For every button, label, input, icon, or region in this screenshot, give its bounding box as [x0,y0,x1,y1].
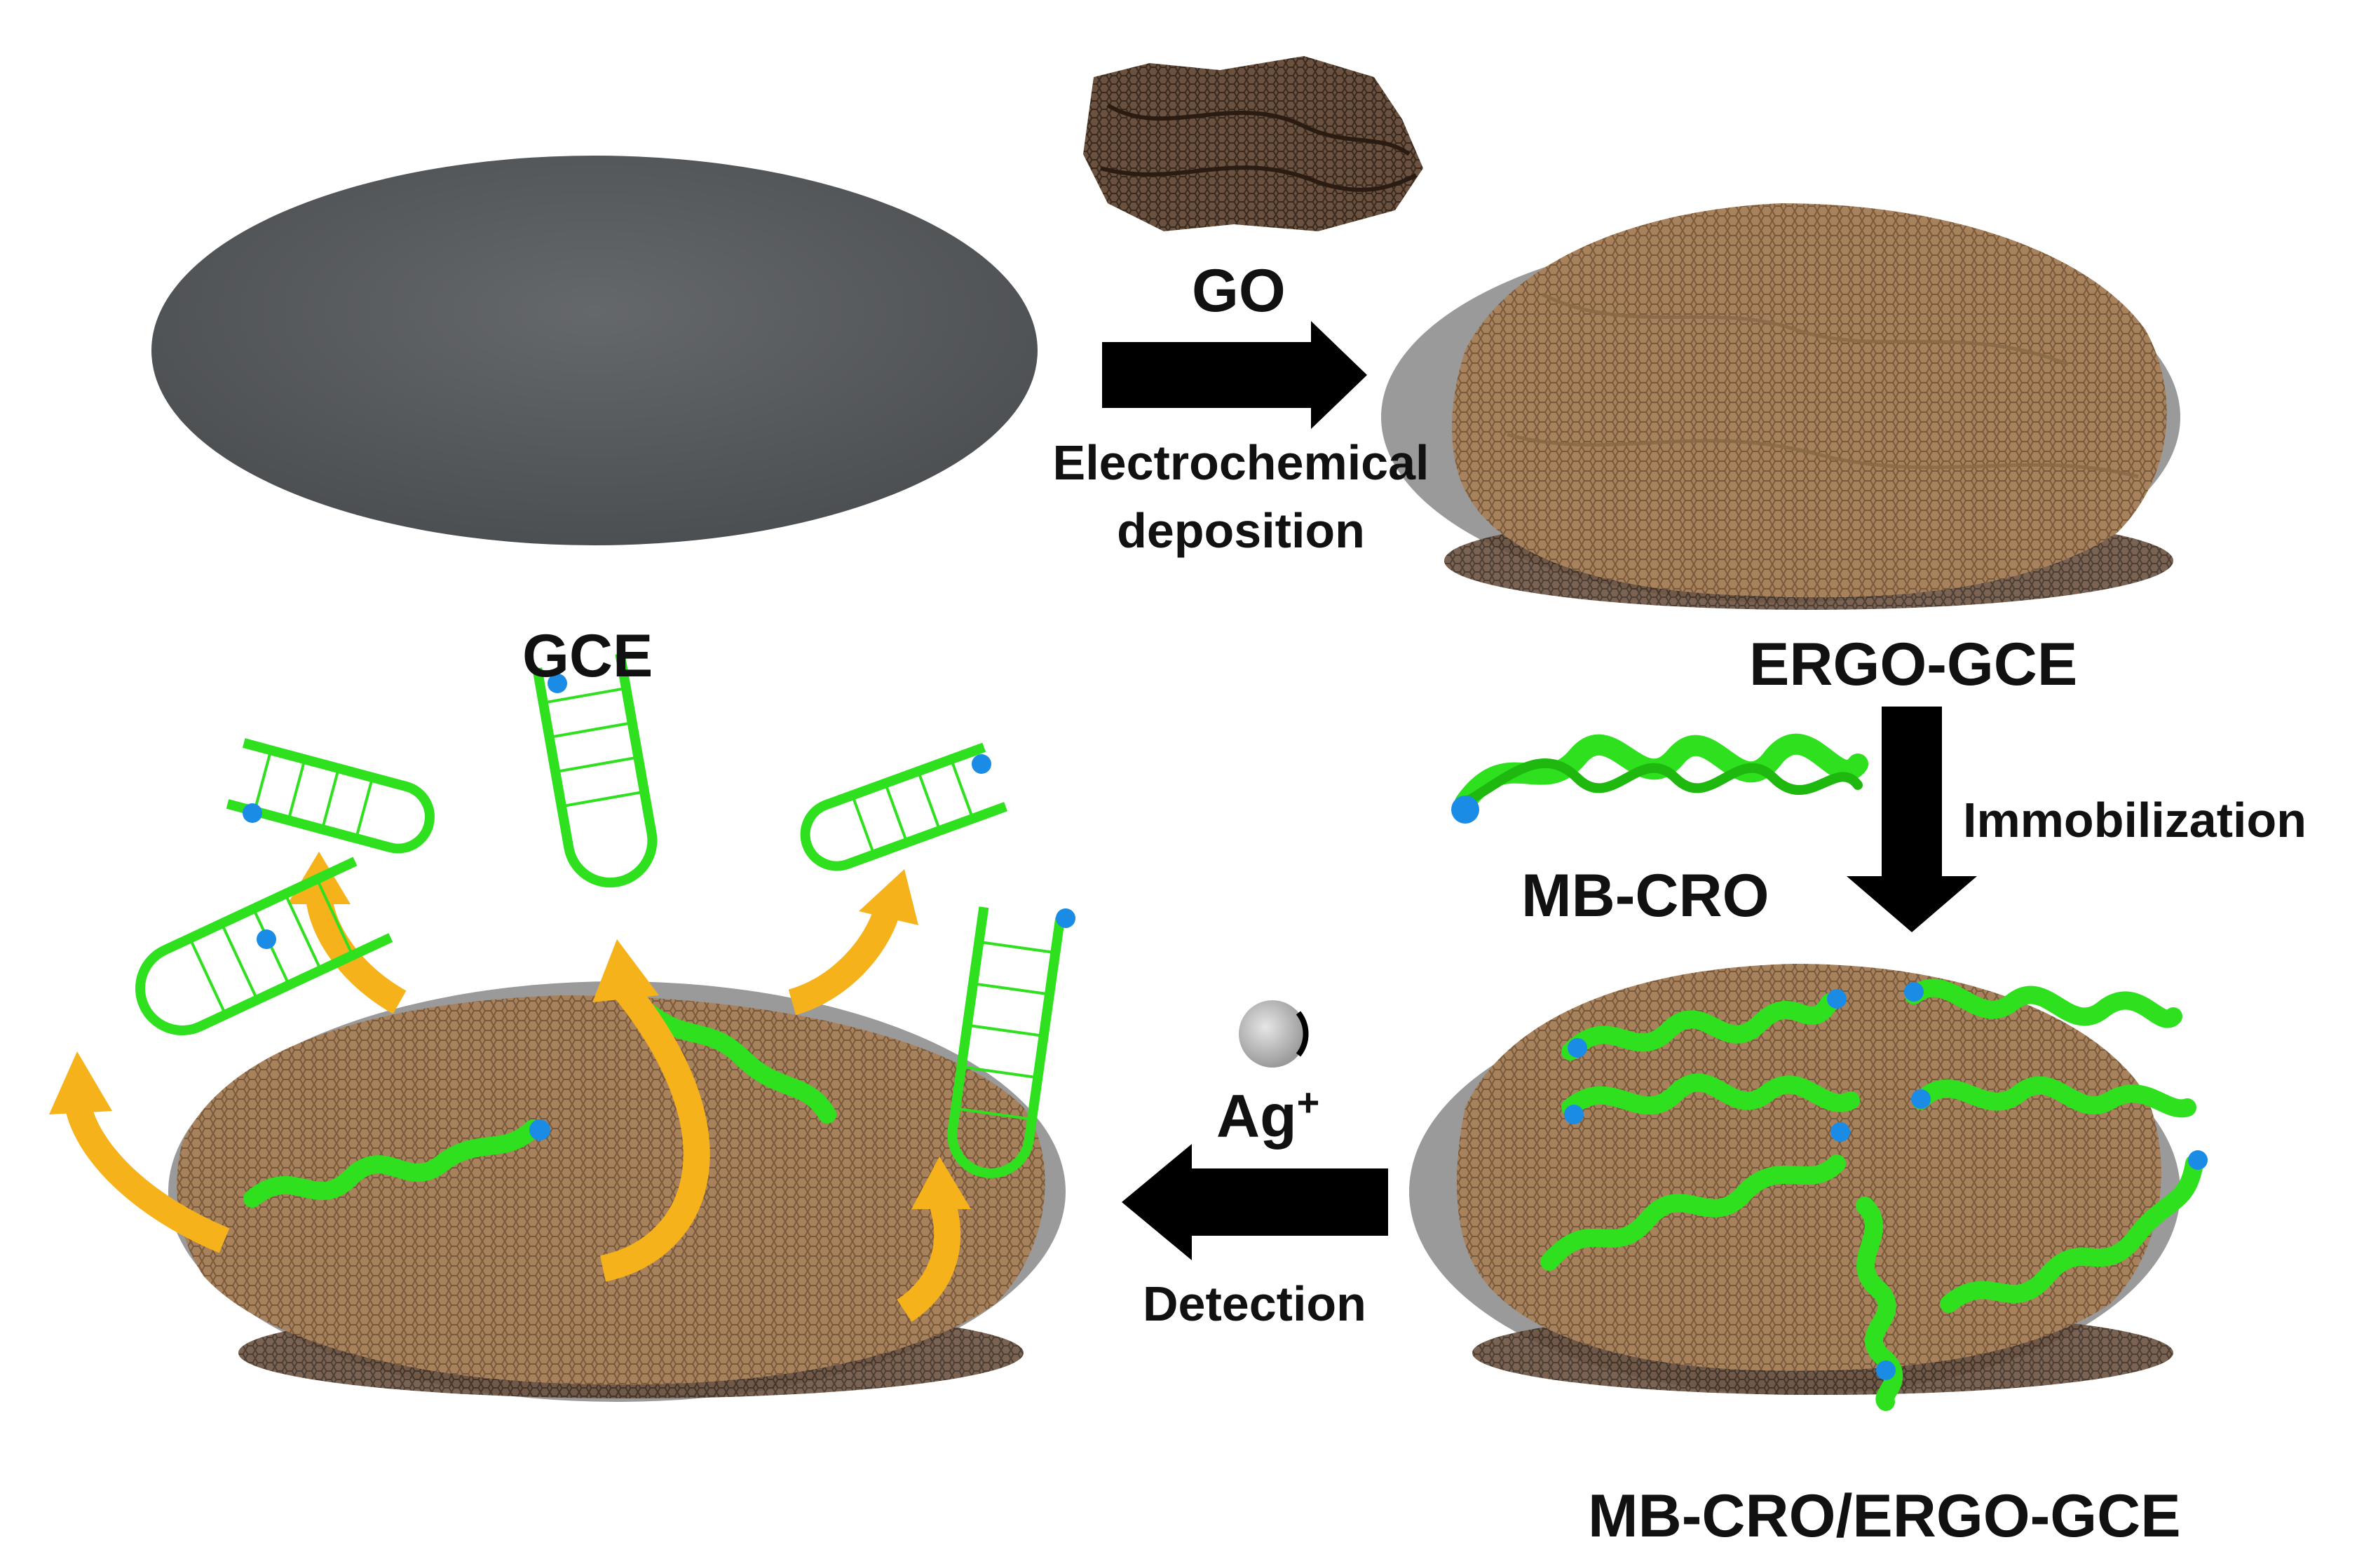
release-arrowheads [49,852,971,1209]
electrochemical-label: Electrochemical [1052,435,1429,490]
mb-cro-label: MB-CRO [1521,862,1769,929]
immobilized-dna-strands [1540,979,2203,1411]
mb-cro-ergo-gce-label: MB-CRO/ERGO-GCE [1588,1482,2181,1550]
gce-label: GCE [522,622,653,690]
release-arrows [64,895,961,1322]
detection-electrode [168,981,1066,1402]
ergo-gce-electrode [1381,203,2180,610]
ag-symbol: Ag [1216,1082,1297,1150]
hairpin-dna-icon [135,653,1066,1178]
detection-label: Detection [1143,1276,1366,1331]
silver-ion-icon [1239,1000,1309,1068]
ag-charge: + [1296,1080,1320,1124]
gce-electrode [151,156,1038,545]
immobilization-arrow [1847,707,1977,932]
graphene-oxide-sheet-icon [1083,56,1423,231]
deposition-arrow [1102,321,1367,429]
immobilization-label: Immobilization [1963,793,2307,847]
go-label: GO [1192,257,1286,325]
hairpin-blue-labels [243,674,1075,949]
methylene-blue-labels [1564,982,2208,1380]
deposition-label: deposition [1117,503,1365,558]
ag-ion-label: Ag+ [1216,1083,1319,1147]
ergo-gce-label: ERGO-GCE [1749,631,2078,698]
detection-arrow [1122,1144,1388,1260]
dna-strand-icon [1451,733,1868,824]
